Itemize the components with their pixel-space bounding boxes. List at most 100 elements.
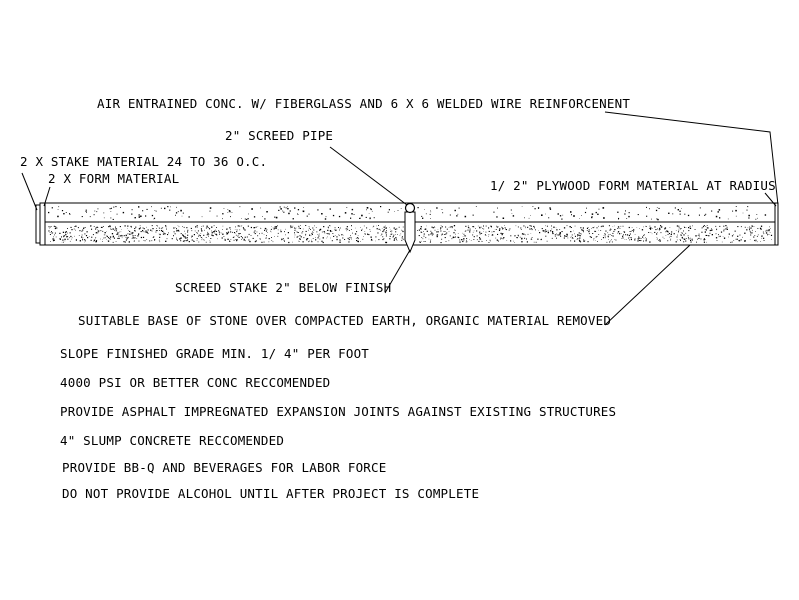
hatch-speck — [401, 230, 403, 231]
hatch-speck — [130, 225, 132, 228]
hatch-speck — [350, 217, 352, 219]
hatch-speck — [369, 217, 371, 219]
hatch-speck — [569, 226, 571, 228]
hatch-speck — [103, 234, 105, 236]
hatch-speck — [540, 239, 542, 241]
hatch-speck — [48, 226, 50, 228]
hatch-speck — [250, 235, 252, 236]
hatch-speck — [168, 232, 169, 234]
hatch-speck — [268, 238, 270, 240]
hatch-speck — [102, 239, 103, 240]
hatch-speck — [473, 226, 475, 228]
hatch-speck — [718, 234, 719, 236]
hatch-speck — [127, 236, 129, 239]
hatch-speck — [357, 238, 359, 240]
hatch-speck — [578, 234, 580, 236]
hatch-speck — [187, 231, 189, 233]
hatch-speck — [526, 241, 528, 243]
hatch-speck — [61, 241, 63, 243]
hatch-speck — [570, 227, 572, 228]
hatch-speck — [143, 240, 145, 241]
hatch-speck — [605, 230, 607, 232]
hatch-speck — [565, 235, 567, 237]
hatch-speck — [314, 225, 315, 227]
hatch-speck — [154, 239, 156, 241]
hatch-speck — [370, 208, 372, 210]
hatch-speck — [51, 232, 53, 234]
hatch-speck — [473, 230, 475, 232]
hatch-speck — [572, 237, 574, 239]
hatch-speck — [685, 238, 687, 239]
hatch-speck — [654, 226, 656, 228]
hatch-speck — [524, 217, 525, 219]
hatch-speck — [138, 234, 140, 236]
hatch-speck — [82, 237, 83, 239]
hatch-speck — [680, 234, 682, 236]
hatch-speck — [517, 234, 519, 236]
hatch-speck — [704, 239, 706, 240]
hatch-speck — [336, 236, 338, 238]
hatch-speck — [608, 225, 610, 227]
hatch-speck — [288, 212, 290, 215]
hatch-speck — [313, 229, 315, 231]
hatch-speck — [611, 241, 613, 243]
hatch-speck — [209, 240, 211, 241]
hatch-speck — [317, 237, 319, 239]
hatch-speck — [373, 217, 375, 219]
hatch-speck — [92, 234, 94, 236]
hatch-speck — [119, 231, 120, 233]
hatch-speck — [143, 228, 145, 230]
hatch-speck — [126, 238, 128, 240]
hatch-speck — [659, 239, 661, 241]
hatch-speck — [601, 225, 603, 227]
hatch-speck — [144, 240, 146, 242]
hatch-speck — [62, 239, 64, 241]
hatch-speck — [131, 237, 133, 239]
hatch-speck — [386, 230, 387, 232]
hatch-speck — [430, 218, 431, 219]
hatch-speck — [183, 235, 185, 238]
hatch-speck — [146, 226, 147, 228]
hatch-speck — [620, 233, 622, 234]
hatch-speck — [327, 229, 329, 231]
hatch-speck — [151, 225, 153, 227]
hatch-speck — [472, 231, 474, 233]
hatch-speck — [496, 229, 497, 230]
hatch-speck — [182, 212, 184, 214]
hatch-speck — [191, 230, 193, 232]
hatch-speck — [754, 239, 756, 241]
hatch-speck — [556, 234, 558, 236]
hatch-speck — [667, 240, 669, 242]
hatch-speck — [393, 238, 396, 240]
hatch-speck — [670, 238, 672, 240]
hatch-speck — [579, 235, 581, 237]
hatch-speck — [757, 228, 759, 229]
hatch-speck — [467, 229, 469, 231]
hatch-speck — [454, 236, 456, 238]
hatch-speck — [369, 229, 371, 230]
hatch-speck — [199, 236, 201, 238]
hatch-speck — [643, 240, 644, 242]
hatch-speck — [545, 225, 546, 227]
hatch-speck — [579, 237, 581, 239]
hatch-speck — [708, 235, 710, 237]
hatch-speck — [659, 228, 661, 230]
hatch-speck — [147, 233, 149, 234]
hatch-speck — [241, 226, 242, 227]
hatch-speck — [496, 226, 498, 228]
hatch-speck — [461, 239, 463, 241]
hatch-speck — [170, 206, 171, 208]
hatch-speck — [760, 228, 762, 230]
left-form-board — [39, 202, 46, 246]
hatch-speck — [133, 237, 135, 239]
hatch-speck — [360, 241, 361, 242]
hatch-speck — [151, 240, 153, 242]
hatch-speck — [116, 213, 118, 215]
hatch-speck — [431, 232, 433, 234]
hatch-speck — [281, 238, 283, 240]
hatch-speck — [510, 240, 512, 242]
hatch-speck — [419, 241, 421, 243]
hatch-speck — [725, 225, 727, 227]
hatch-speck — [297, 214, 299, 215]
hatch-speck — [659, 240, 661, 242]
